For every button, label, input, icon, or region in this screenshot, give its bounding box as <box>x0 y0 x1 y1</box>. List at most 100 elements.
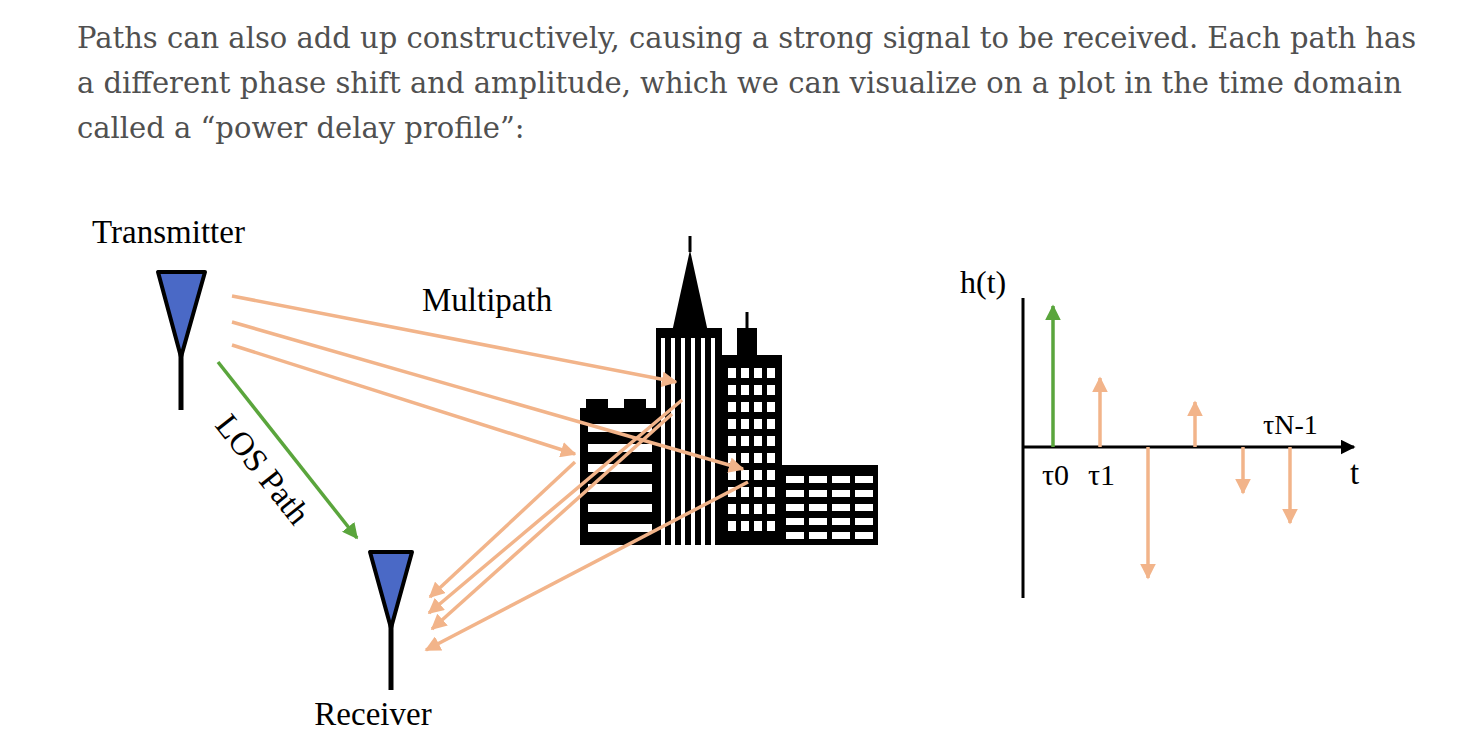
building-window <box>832 518 850 525</box>
building-window <box>728 504 736 514</box>
building-window <box>786 476 804 483</box>
building-window <box>741 402 749 412</box>
building-window <box>741 487 749 497</box>
multipath-label: Multipath <box>422 282 552 320</box>
building-window <box>832 490 850 497</box>
building-window <box>741 453 749 463</box>
building-window <box>767 453 775 463</box>
building-window <box>855 490 873 497</box>
building-window <box>691 338 695 545</box>
building-window <box>671 338 675 545</box>
building-window <box>809 518 827 525</box>
building-window <box>741 504 749 514</box>
right-building <box>780 465 878 545</box>
building-window <box>832 476 850 483</box>
delay-label: τ1 <box>1088 458 1115 493</box>
building-window <box>786 490 804 497</box>
building-window <box>754 470 762 480</box>
multipath-ray <box>232 322 743 469</box>
building-window <box>767 385 775 395</box>
antenna-label: Transmitter <box>92 214 245 252</box>
spire <box>672 250 708 332</box>
building-window <box>754 368 762 378</box>
x-axis <box>1023 446 1354 449</box>
building-window <box>728 521 736 531</box>
antenna-stem <box>179 350 184 410</box>
edge-label: LOS Path <box>207 407 317 532</box>
multipath-rays <box>232 296 748 650</box>
building-window <box>754 419 762 429</box>
building-window <box>588 484 652 492</box>
building-window <box>786 504 804 511</box>
building-window <box>588 524 652 532</box>
transmitter-node: Transmitter <box>88 214 249 360</box>
building-window <box>767 402 775 412</box>
building-window <box>832 504 850 511</box>
building-window <box>728 368 736 378</box>
roof-block <box>586 399 608 411</box>
antenna-head <box>158 272 205 357</box>
axis-label: h(t) <box>960 264 1006 301</box>
power-delay-profile <box>1023 298 1354 598</box>
intro-paragraph: Paths can also add up constructively, ca… <box>77 16 1417 151</box>
multipath-impulse <box>1241 447 1245 493</box>
building-window <box>786 518 804 525</box>
building-window <box>809 476 827 483</box>
building-window <box>767 470 775 480</box>
city-buildings <box>580 236 878 545</box>
building-window <box>754 436 762 446</box>
building-window <box>711 338 715 545</box>
building-window <box>754 402 762 412</box>
building-window <box>767 504 775 514</box>
building-window <box>728 453 736 463</box>
building-window <box>767 419 775 429</box>
building-window <box>754 487 762 497</box>
building-window <box>728 470 736 480</box>
building-window <box>661 338 665 545</box>
receiver-antenna <box>370 552 412 690</box>
antenna-stem <box>389 620 394 690</box>
building-window <box>809 532 827 539</box>
building-window <box>754 453 762 463</box>
axis-label: t <box>1350 455 1359 493</box>
multipath-ray <box>426 482 748 650</box>
transmitter-antenna <box>158 272 205 410</box>
building-window <box>741 436 749 446</box>
building-window <box>728 436 736 446</box>
multipath-impulse <box>1098 378 1102 447</box>
receiver-node: Receiver <box>310 548 436 734</box>
building-window <box>754 521 762 531</box>
antenna-label: Receiver <box>314 696 431 734</box>
building-window <box>809 490 827 497</box>
building-window <box>728 419 736 429</box>
building-window <box>767 521 775 531</box>
middle-building <box>722 355 782 545</box>
los-path-arrow <box>218 362 357 538</box>
building-window <box>728 385 736 395</box>
multipath-ray <box>232 345 575 454</box>
building-window <box>786 532 804 539</box>
building-window <box>741 470 749 480</box>
building-window <box>855 518 873 525</box>
building-window <box>767 436 775 446</box>
building-window <box>767 368 775 378</box>
building-window <box>741 419 749 429</box>
building-window <box>767 487 775 497</box>
building-window <box>728 402 736 412</box>
roof-antenna <box>746 312 749 330</box>
roof-block <box>624 399 646 411</box>
building-window <box>741 385 749 395</box>
delay-label: τ0 <box>1042 458 1069 493</box>
building-window <box>741 521 749 531</box>
roof-block <box>737 328 757 358</box>
building-window <box>588 504 652 512</box>
building-window <box>855 532 873 539</box>
building-window <box>809 504 827 511</box>
building-window <box>855 476 873 483</box>
building-window <box>701 338 705 545</box>
multipath-ray <box>232 296 676 382</box>
